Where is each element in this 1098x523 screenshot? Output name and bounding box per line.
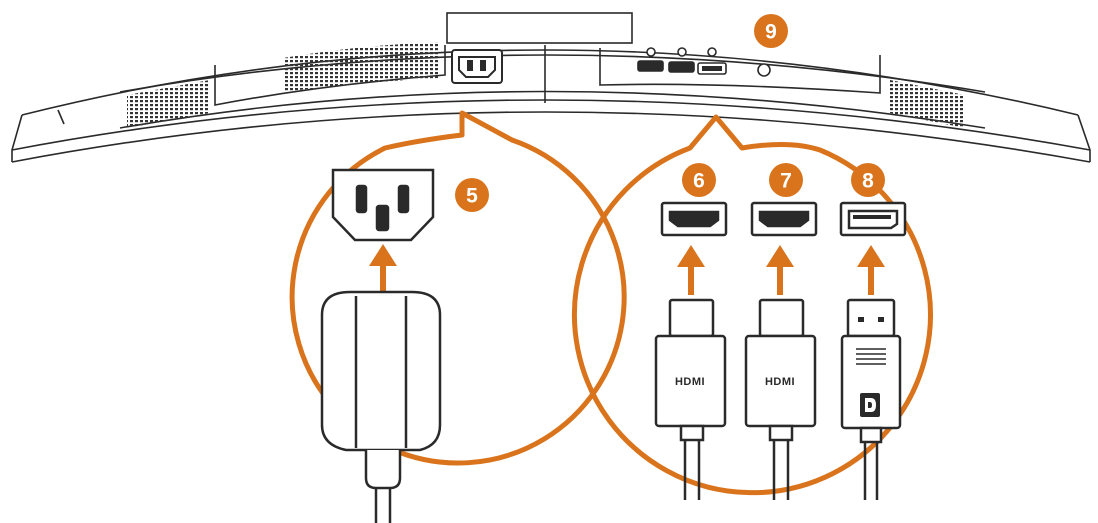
dp-insert-arrow — [857, 245, 885, 295]
callout-number-9: 9 — [765, 21, 777, 44]
rear-ports — [637, 47, 771, 77]
hdmi1-plug-label: HDMI — [675, 376, 705, 388]
rear-ac-inlet — [451, 49, 503, 84]
hdmi-plug-icon — [744, 298, 817, 500]
callout-badge-9: 9 — [754, 14, 788, 48]
monitor-vents — [127, 42, 965, 128]
callout-badge-8: 8 — [851, 163, 885, 197]
callout-badge-7: 7 — [769, 163, 803, 197]
hdmi-plug-icon — [654, 298, 727, 500]
ac-power-inlet-icon — [331, 168, 435, 242]
hdmi2-plug-label: HDMI — [765, 376, 795, 388]
displayport-logo-icon — [860, 393, 880, 417]
hdmi-port-icon — [660, 201, 728, 237]
callout-number-7: 7 — [780, 170, 792, 193]
callout-number-8: 8 — [862, 170, 874, 193]
hdmi1-insert-arrow — [677, 245, 705, 295]
callout-number-6: 6 — [693, 170, 705, 193]
hdmi-port-icon — [750, 201, 818, 237]
hdmi2-insert-arrow — [766, 245, 794, 295]
power-plug-icon — [320, 290, 442, 523]
callout-badge-6: 6 — [682, 163, 716, 197]
callout-badge-5: 5 — [455, 178, 489, 212]
power-insert-arrow — [369, 244, 397, 294]
displayport-port-icon — [839, 201, 907, 237]
callout-number-5: 5 — [466, 185, 478, 208]
displayport-plug-icon — [840, 298, 902, 500]
